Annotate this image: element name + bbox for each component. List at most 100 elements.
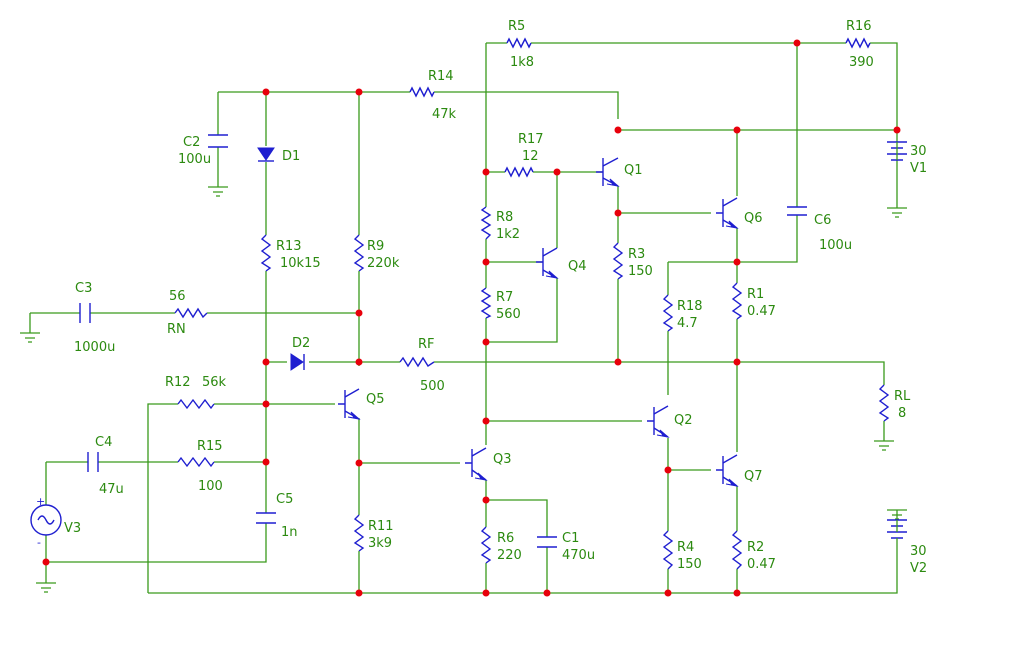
ground-icon [874,440,894,451]
label-r1-name: R1 [747,287,764,302]
junction-dot [262,458,270,466]
junction-dot [664,589,672,597]
label-c5-value: 1n [281,525,298,540]
label-r4-name: R4 [677,540,694,555]
label-rn-value: 56 [169,289,186,304]
signal-source-v3 [30,504,62,536]
transistor-q6 [716,197,739,229]
resistor-r12 [177,398,215,410]
label-c2-name: C2 [183,135,200,150]
transistor-q4 [536,247,559,279]
label-r8-name: R8 [496,210,513,225]
resistor-r17 [504,166,534,178]
junction-dot [262,358,270,366]
resistor-r8 [480,206,492,240]
label-r6-name: R6 [497,531,514,546]
label-r13-name: R13 [276,239,302,254]
label-r17-name: R17 [518,132,544,147]
capacitor-c3 [79,303,91,323]
label-r16-value: 390 [849,55,874,70]
resistor-rf [399,356,435,368]
battery-v2 [887,519,907,576]
label-r18-value: 4.7 [677,316,698,331]
resistor-rn [174,307,208,319]
dc-sources[interactable] [30,141,907,576]
label-rl-value: 8 [898,406,906,421]
label-rf-name: RF [418,337,435,352]
label-r18-name: R18 [677,299,703,314]
junction-dot [482,258,490,266]
label-c4-name: C4 [95,435,112,450]
label-v3-name: V3 [64,521,81,536]
resistors[interactable] [174,37,890,570]
label-r3-value: 150 [628,264,653,279]
label-c1-value: 470u [562,548,595,563]
label-c3-value: 1000u [74,340,115,355]
label-v1-name: V1 [910,161,927,176]
label-rf-value: 500 [420,379,445,394]
label-r14-name: R14 [428,69,454,84]
label-c6-name: C6 [814,213,831,228]
junction-dot [733,126,741,134]
resistor-r5 [506,37,532,49]
diodes[interactable] [257,147,305,371]
diode-d1 [257,147,275,162]
resistor-r11 [353,514,365,552]
label-q3-name: Q3 [493,452,512,467]
label-r2-value: 0.47 [747,557,776,572]
label-r7-name: R7 [496,290,513,305]
label-c3-name: C3 [75,281,92,296]
label-r11-value: 3k9 [368,536,392,551]
transistors[interactable] [338,157,739,487]
label-r13-value: 10k15 [280,256,321,271]
transistor-q3 [465,447,488,481]
label-r8-value: 1k2 [496,227,520,242]
junction-dot [733,358,741,366]
resistor-r15 [177,456,215,468]
label-v3-plus: + [36,495,45,508]
junction-dot [482,417,490,425]
capacitor-c2 [208,134,228,148]
junction-dot [664,466,672,474]
junction-dot [355,88,363,96]
label-q4-name: Q4 [568,259,587,274]
label-r11-name: R11 [368,519,394,534]
labels: R5 1k8 R16 390 R14 47k R17 12 R8 1k2 R7 … [36,19,927,576]
label-q7-name: Q7 [744,469,763,484]
junction-dot [262,88,270,96]
junction-dot [355,358,363,366]
label-q5-name: Q5 [366,392,385,407]
label-r12-name: R12 [165,375,191,390]
label-c4-value: 47u [99,482,124,497]
capacitors[interactable] [79,134,807,548]
label-r15-value: 100 [198,479,223,494]
capacitor-c6 [787,206,807,216]
label-r1-value: 0.47 [747,304,776,319]
resistor-r2 [731,530,743,570]
resistor-rl [878,384,890,422]
resistor-r16 [845,37,871,49]
resistor-r1 [731,282,743,320]
junction-dot [482,338,490,346]
junction-dot [262,400,270,408]
junction-nodes [42,39,901,597]
label-r4-value: 150 [677,557,702,572]
label-d1-name: D1 [282,149,300,164]
label-q6-name: Q6 [744,211,763,226]
junction-dot [42,558,50,566]
capacitor-c5 [256,512,276,524]
label-v3-minus: - [37,536,41,549]
transistor-q2 [647,405,670,438]
junction-dot [614,358,622,366]
resistor-r3 [612,242,624,280]
junction-dot [482,496,490,504]
label-d2-name: D2 [292,336,310,351]
junction-dot [543,589,551,597]
resistor-r4 [662,530,674,570]
label-r17-value: 12 [522,149,539,164]
label-rl-name: RL [894,389,911,404]
capacitor-c4 [87,452,99,472]
ground-icon [20,332,40,343]
junction-dot [355,589,363,597]
